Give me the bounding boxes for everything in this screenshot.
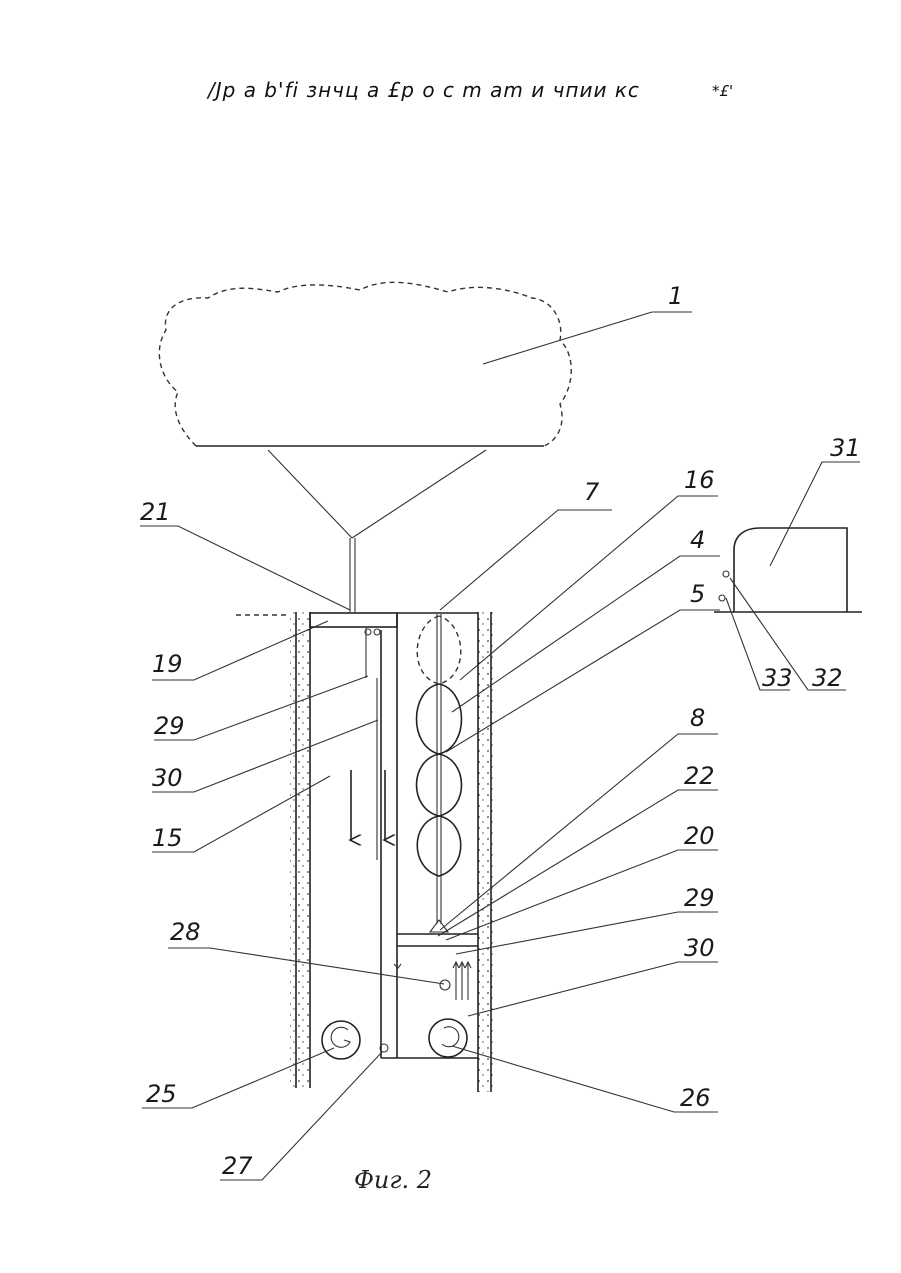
label-8: 8 xyxy=(690,704,705,732)
label-20: 20 xyxy=(684,822,715,850)
label-22: 22 xyxy=(684,762,715,790)
label-5: 5 xyxy=(690,580,705,608)
float-chain xyxy=(416,614,461,932)
label-25: 25 xyxy=(146,1080,177,1108)
label-29-right: 29 xyxy=(684,884,715,912)
winch-station xyxy=(714,528,862,612)
label-27: 27 xyxy=(222,1152,253,1180)
balloon xyxy=(159,282,571,446)
leader-lines xyxy=(140,312,860,1180)
label-28: 28 xyxy=(170,918,201,946)
tether-lines xyxy=(236,450,486,615)
shaft-body xyxy=(290,612,495,1092)
label-29-left: 29 xyxy=(154,712,185,740)
label-1: 1 xyxy=(668,282,683,310)
label-31: 31 xyxy=(830,434,861,462)
label-26: 26 xyxy=(680,1084,711,1112)
roller-26 xyxy=(429,1019,467,1057)
label-21: 21 xyxy=(140,498,171,526)
label-32: 32 xyxy=(812,664,843,692)
roller-25 xyxy=(322,1021,360,1059)
label-7: 7 xyxy=(584,478,600,506)
label-33: 33 xyxy=(762,664,793,692)
label-4: 4 xyxy=(690,526,705,554)
label-30-left: 30 xyxy=(152,764,183,792)
label-15: 15 xyxy=(152,824,183,852)
label-19: 19 xyxy=(152,650,183,678)
label-16: 16 xyxy=(684,466,715,494)
pulley-28 xyxy=(440,980,450,990)
figure-caption: Фиг. 2 xyxy=(354,1166,432,1194)
air-flow-arrows xyxy=(453,962,471,1000)
label-30-right: 30 xyxy=(684,934,715,962)
